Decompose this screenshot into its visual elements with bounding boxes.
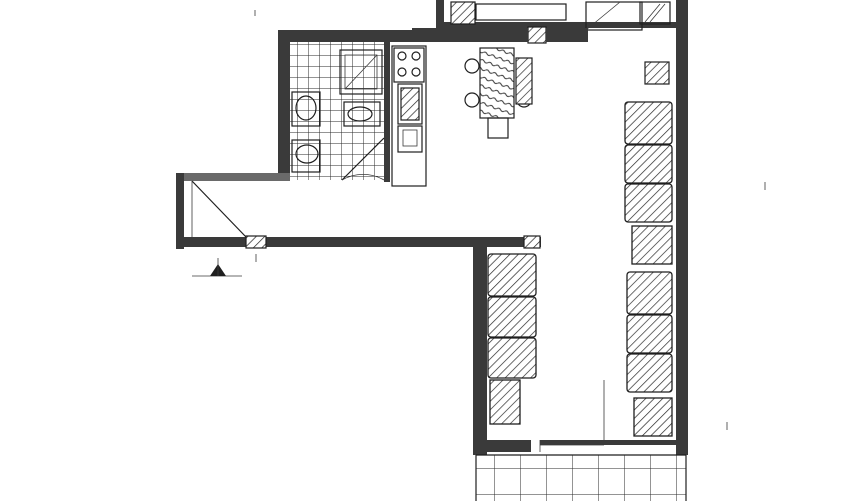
kitchen [391, 45, 427, 187]
shower-tray [339, 49, 383, 95]
armchair [489, 379, 521, 425]
dining-table [464, 47, 533, 139]
bathroom [290, 42, 385, 181]
washbasin [291, 91, 321, 127]
balcony [475, 454, 687, 501]
cabinet [644, 61, 670, 85]
entrance-arrow-icon [192, 258, 242, 277]
bidet [343, 101, 381, 127]
toilet [291, 139, 321, 173]
side-table-lower [633, 397, 673, 437]
outer-walls [176, 0, 688, 455]
side-table [631, 225, 673, 265]
upper-room [436, 0, 688, 44]
bathroom-door [341, 137, 385, 181]
sofa-left [487, 253, 537, 379]
sink [397, 83, 423, 153]
sofa-right-upper [624, 101, 673, 223]
stove [393, 47, 425, 83]
corridor-door [191, 180, 541, 249]
scan-marks [254, 10, 766, 430]
balcony-door [539, 380, 605, 452]
sofa-right-lower [626, 271, 673, 393]
